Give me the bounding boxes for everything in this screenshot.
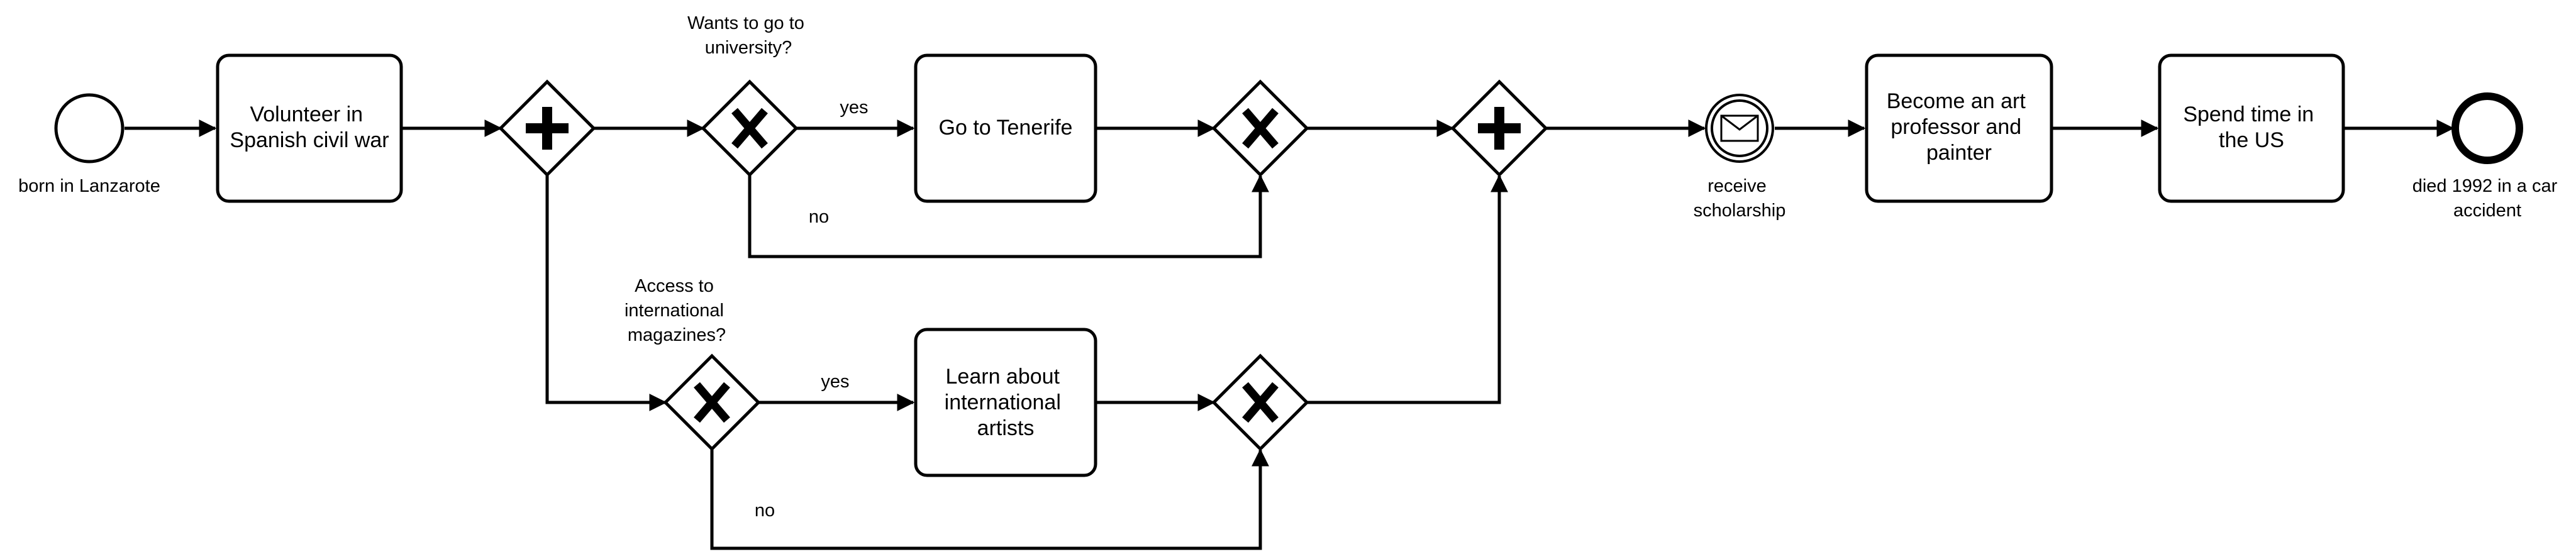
magazines-gateway-question: Access to international magazines? bbox=[625, 276, 729, 345]
flow-label-magazines-no: no bbox=[755, 501, 775, 521]
university-gateway-question: Wants to go to university? bbox=[687, 13, 809, 58]
message-event[interactable] bbox=[1705, 94, 1774, 163]
parallel-gateway-split[interactable] bbox=[498, 79, 596, 177]
task-learn-about-artists-label: Learn about international artists bbox=[945, 365, 1067, 440]
flow-university-no bbox=[748, 174, 1269, 258]
exclusive-gateway-university-merge[interactable] bbox=[1211, 79, 1309, 177]
flow-magazines-no bbox=[710, 448, 1269, 550]
parallel-gateway-join[interactable] bbox=[1450, 79, 1548, 177]
task-spend-time-in-us-label: Spend time in the US bbox=[2183, 102, 2319, 152]
task-spend-time-in-us[interactable]: Spend time in the US bbox=[2158, 53, 2345, 203]
exclusive-gateway-university[interactable] bbox=[701, 79, 799, 177]
start-event[interactable] bbox=[54, 93, 125, 163]
x-icon bbox=[694, 382, 730, 423]
flow-artists-merge-to-join bbox=[1307, 174, 1508, 404]
task-become-art-professor[interactable]: Become an art professor and painter bbox=[1865, 53, 2053, 203]
flow-label-university-yes: yes bbox=[840, 97, 868, 118]
start-event-label: born in Lanzarote bbox=[18, 176, 160, 196]
flow-split-to-magazines-gateway bbox=[545, 175, 667, 411]
message-event-label: receive scholarship bbox=[1694, 176, 1786, 221]
task-go-to-tenerife-label: Go to Tenerife bbox=[939, 116, 1073, 140]
plus-icon bbox=[526, 107, 569, 150]
task-go-to-tenerife[interactable]: Go to Tenerife bbox=[914, 53, 1097, 203]
envelope-icon bbox=[1720, 114, 1759, 142]
flow-label-university-no: no bbox=[809, 207, 829, 227]
x-icon bbox=[1242, 108, 1279, 149]
end-event-label: died 1992 in a car accident bbox=[2412, 176, 2563, 221]
task-volunteer-label: Volunteer in Spanish civil war bbox=[230, 102, 389, 152]
task-learn-about-artists[interactable]: Learn about international artists bbox=[914, 328, 1097, 477]
exclusive-gateway-magazines-merge[interactable] bbox=[1211, 353, 1309, 451]
x-icon bbox=[1242, 382, 1279, 423]
flow-label-magazines-yes: yes bbox=[821, 372, 849, 392]
x-icon bbox=[731, 108, 768, 149]
plus-icon bbox=[1478, 107, 1521, 150]
sequence-flows bbox=[125, 119, 2455, 550]
exclusive-gateway-magazines[interactable] bbox=[663, 353, 761, 451]
end-event[interactable] bbox=[2451, 92, 2523, 164]
task-volunteer[interactable]: Volunteer in Spanish civil war bbox=[216, 53, 403, 203]
task-become-art-professor-label: Become an art professor and painter bbox=[1887, 89, 2032, 165]
